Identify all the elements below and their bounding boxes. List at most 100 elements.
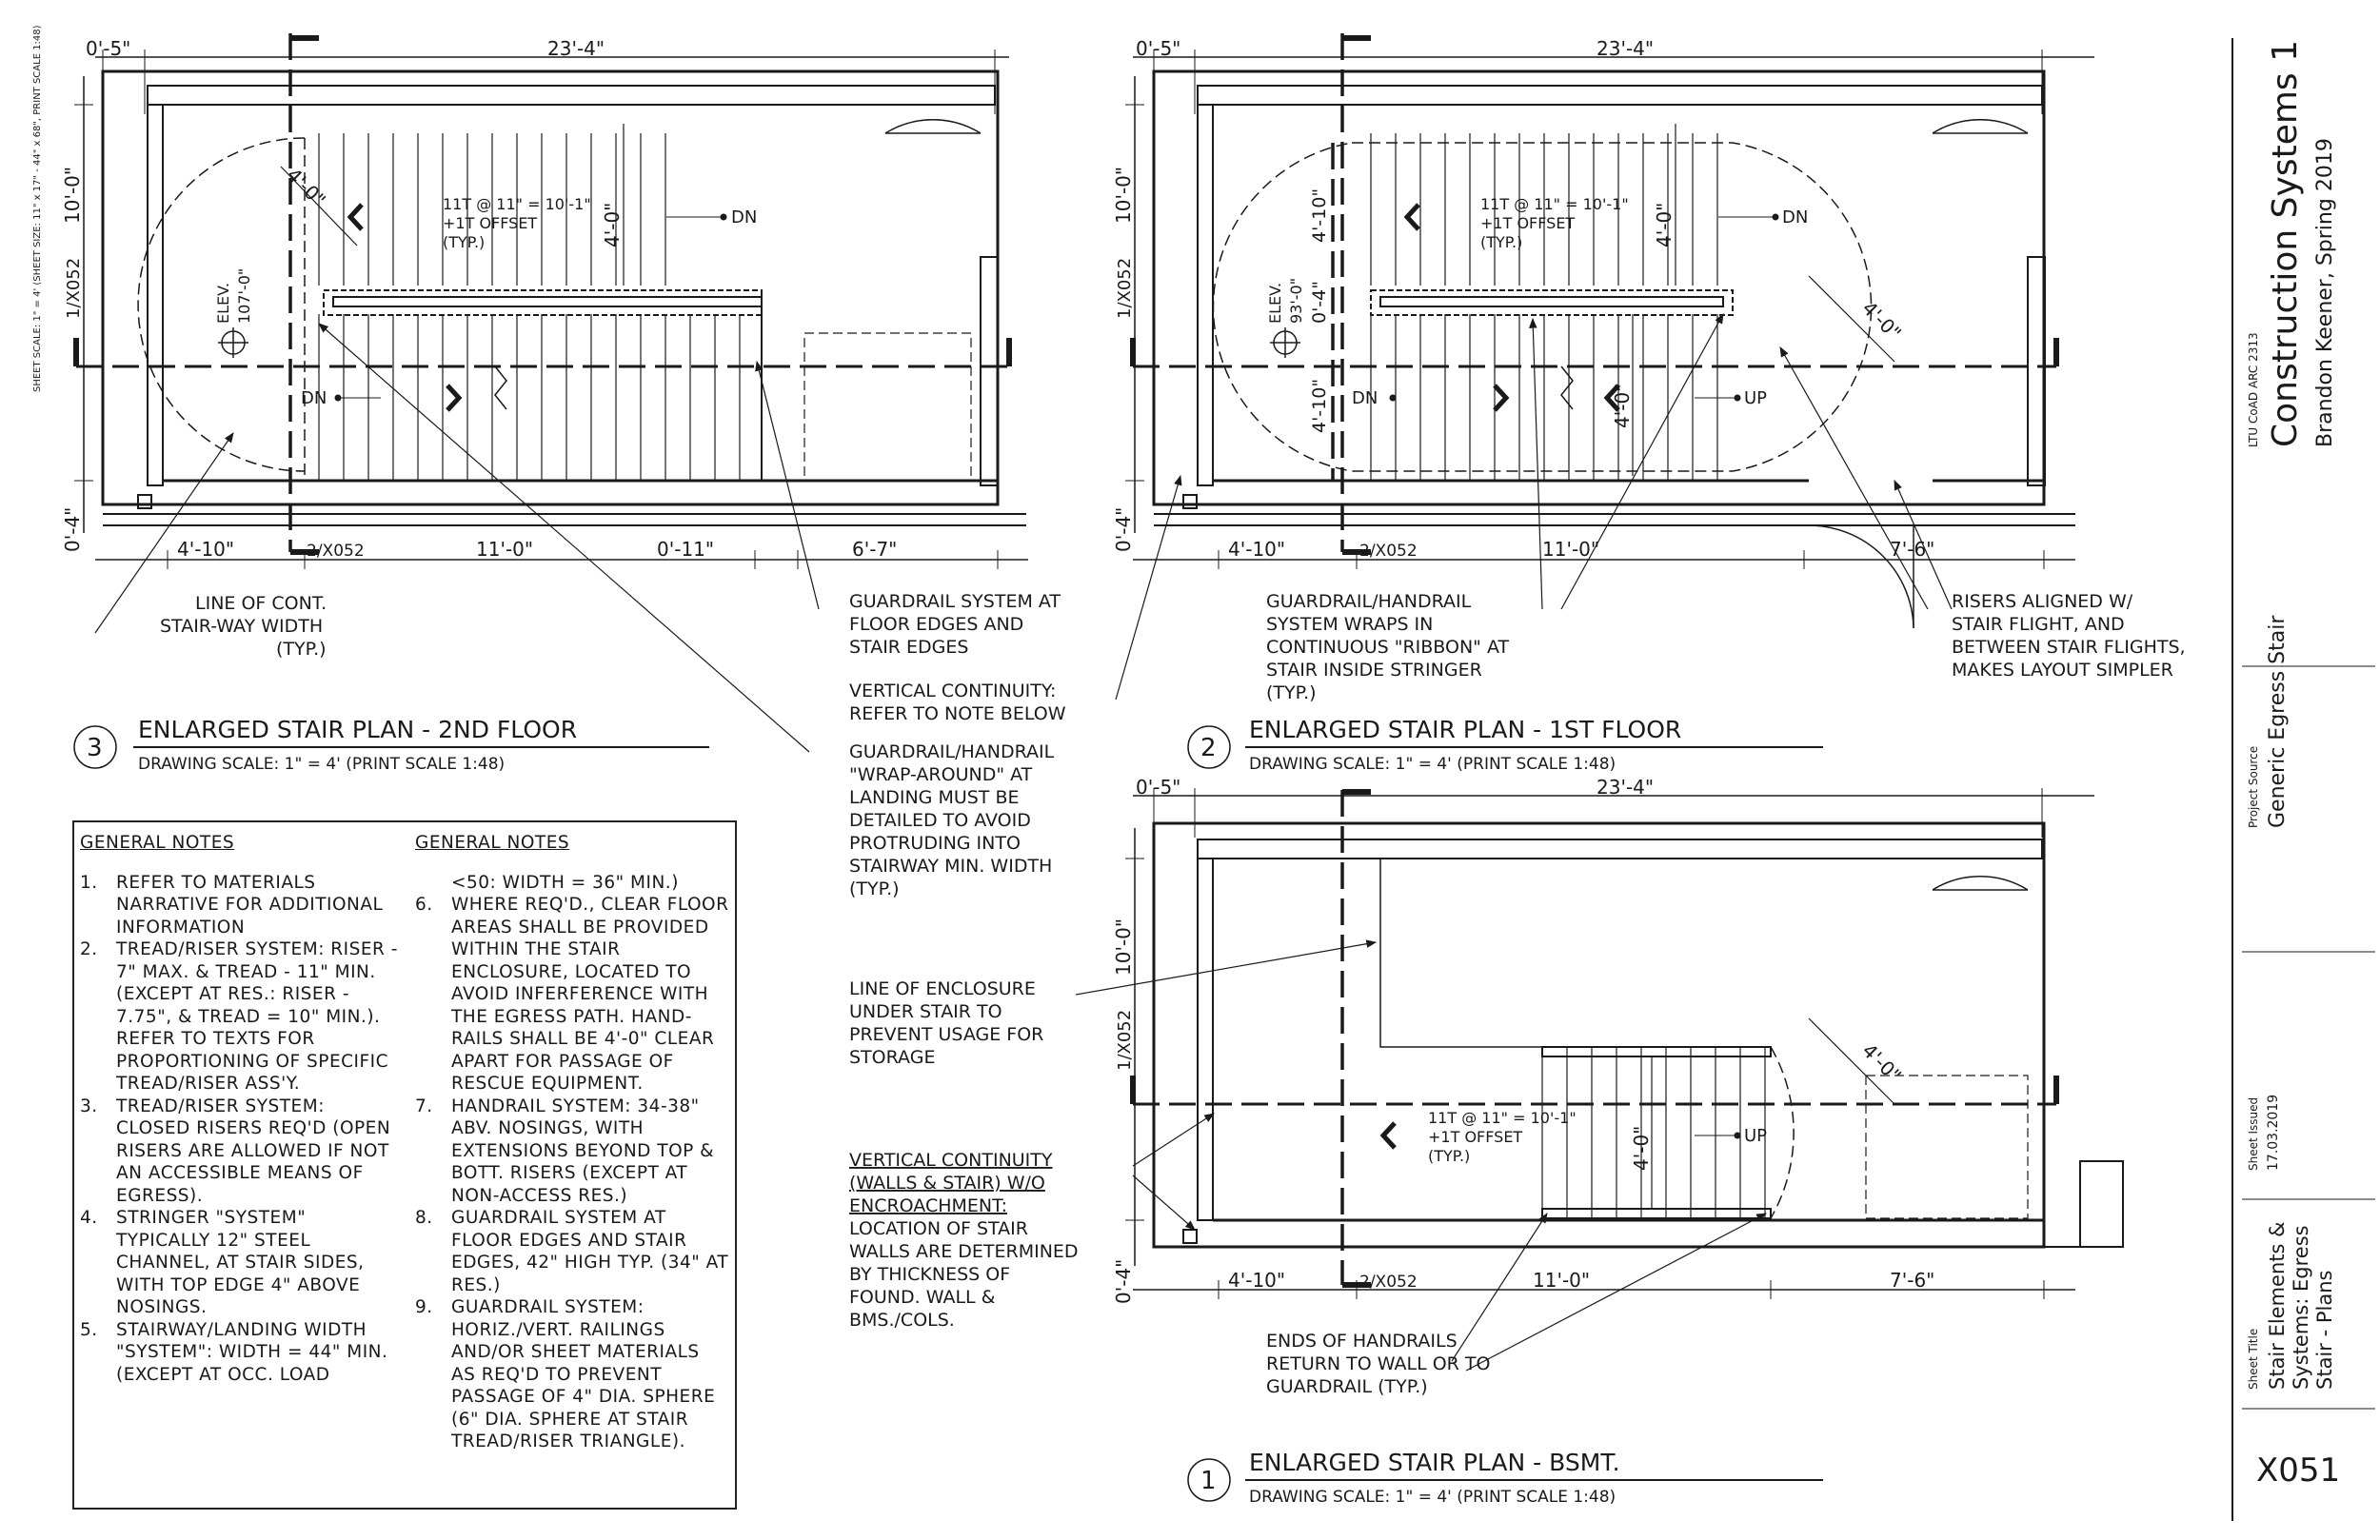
- svg-text:GUARDRAIL/HANDRAIL: GUARDRAIL/HANDRAIL: [1266, 591, 1472, 612]
- svg-text:1/X052: 1/X052: [1115, 1010, 1135, 1071]
- note-item: 9.GUARDRAIL SYSTEM: HORIZ./VERT. RAILING…: [415, 1297, 716, 1451]
- note-item: 3.TREAD/RISER SYSTEM: CLOSED RISERS REQ'…: [80, 1096, 391, 1206]
- svg-text:1: 1: [1200, 1467, 1217, 1495]
- svg-text:GUARDRAIL (TYP.): GUARDRAIL (TYP.): [1266, 1376, 1428, 1397]
- svg-text:STAIR EDGES: STAIR EDGES: [849, 637, 968, 658]
- svg-text:ELEV.: ELEV.: [214, 283, 232, 324]
- svg-text:RISERS ALIGNED W/: RISERS ALIGNED W/: [1952, 591, 2133, 612]
- svg-text:+1T OFFSET: +1T OFFSET: [1480, 214, 1575, 232]
- svg-text:VERTICAL CONTINUITY: VERTICAL CONTINUITY: [849, 1150, 1053, 1171]
- svg-text:4'-10": 4'-10": [1228, 538, 1285, 561]
- svg-text:DN: DN: [1352, 388, 1378, 408]
- svg-text:2: 2: [1200, 734, 1217, 762]
- course-label: LTU CoAD ARC 2313: [2247, 332, 2260, 447]
- svg-text:VERTICAL CONTINUITY:: VERTICAL CONTINUITY:: [849, 681, 1056, 701]
- svg-text:DN: DN: [301, 388, 327, 408]
- title-plan-1: 1 ENLARGED STAIR PLAN - BSMT. DRAWING SC…: [1187, 1449, 1823, 1507]
- plan-2nd-floor: [73, 33, 1028, 569]
- svg-text:DRAWING SCALE: 1" = 4' (PRINT: DRAWING SCALE: 1" = 4' (PRINT SCALE 1:48…: [138, 755, 505, 774]
- note-item: 7.HANDRAIL SYSTEM: 34-38" ABV. NOSINGS, …: [415, 1096, 715, 1206]
- svg-text:3: 3: [87, 734, 103, 762]
- svg-text:10'-0": 10'-0": [61, 167, 84, 224]
- annotations: LINE OF CONT. STAIR-WAY WIDTH (TYP.) GUA…: [160, 591, 2186, 1397]
- sheet-issued-value: 17.03.2019: [2266, 1094, 2281, 1171]
- svg-text:23'-4": 23'-4": [547, 37, 605, 60]
- svg-text:STAIR FLIGHT, AND: STAIR FLIGHT, AND: [1952, 614, 2125, 635]
- plan-2nd-floor-labels: 0'-5" 23'-4" 10'-0" 1/X052 0'-4" 4'-10" …: [61, 37, 897, 561]
- svg-text:ENCROACHMENT:: ENCROACHMENT:: [849, 1195, 1007, 1216]
- note-item: 4.STRINGER "SYSTEM" TYPICALLY 12" STEEL …: [80, 1208, 365, 1317]
- plan-basement-labels: 0'-5" 23'-4" 10'-0" 1/X052 0'-4" 4'-10" …: [1112, 776, 1934, 1304]
- svg-text:DN: DN: [731, 207, 757, 227]
- svg-text:23'-4": 23'-4": [1597, 37, 1654, 60]
- svg-text:0'-5": 0'-5": [86, 37, 130, 60]
- sheet-title-label: Sheet Title: [2247, 1328, 2260, 1390]
- svg-text:STAIR INSIDE STRINGER: STAIR INSIDE STRINGER: [1266, 660, 1482, 681]
- plan-1st-floor: [1125, 33, 2094, 629]
- svg-text:STORAGE: STORAGE: [849, 1047, 935, 1068]
- svg-text:DRAWING SCALE: 1" = 4' (PRINT: DRAWING SCALE: 1" = 4' (PRINT SCALE 1:48…: [1249, 755, 1616, 774]
- note-continuation: <50: WIDTH = 36" MIN.): [451, 872, 679, 893]
- svg-text:PROTRUDING INTO: PROTRUDING INTO: [849, 833, 1021, 854]
- svg-text:4'-10": 4'-10": [1309, 188, 1330, 243]
- svg-text:(TYP.): (TYP.): [849, 879, 900, 899]
- svg-text:1/X052: 1/X052: [1115, 258, 1135, 319]
- svg-text:(TYP.): (TYP.): [443, 233, 485, 251]
- general-notes-heading: GENERAL NOTES: [415, 833, 570, 853]
- svg-text:RETURN TO WALL OR TO: RETURN TO WALL OR TO: [1266, 1353, 1491, 1374]
- svg-text:(TYP.): (TYP.): [1266, 682, 1317, 703]
- note-item: 2.TREAD/RISER SYSTEM: RISER - 7" MAX. & …: [80, 939, 398, 1094]
- svg-text:10'-0": 10'-0": [1112, 167, 1135, 224]
- svg-text:LINE OF ENCLOSURE: LINE OF ENCLOSURE: [849, 978, 1036, 999]
- svg-text:ENLARGED STAIR PLAN - BSMT.: ENLARGED STAIR PLAN - BSMT.: [1249, 1449, 1620, 1476]
- svg-text:SYSTEM WRAPS IN: SYSTEM WRAPS IN: [1266, 614, 1433, 635]
- title-plan-3: 3 ENLARGED STAIR PLAN - 2ND FLOOR DRAWIN…: [73, 716, 709, 774]
- sheet-title-line: Stair Elements &: [2266, 1221, 2289, 1390]
- svg-text:4'-10": 4'-10": [1228, 1269, 1285, 1292]
- project-title: Construction Systems 1: [2266, 39, 2305, 447]
- svg-text:10'-0": 10'-0": [1112, 918, 1135, 976]
- sheet-scale-note: SHEET SCALE: 1" = 4' (SHEET SIZE: 11" x …: [32, 25, 43, 392]
- svg-text:23'-4": 23'-4": [1597, 776, 1654, 799]
- leader-lines: [94, 313, 1953, 1372]
- svg-text:0'-4": 0'-4": [1112, 507, 1135, 552]
- svg-text:(TYP.): (TYP.): [1480, 233, 1522, 251]
- sheet-issued-label: Sheet Issued: [2247, 1096, 2260, 1171]
- svg-text:7'-6": 7'-6": [1890, 538, 1934, 561]
- svg-text:107'-0": 107'-0": [235, 268, 253, 324]
- svg-text:DETAILED TO AVOID: DETAILED TO AVOID: [849, 810, 1031, 831]
- svg-text:CONTINUOUS "RIBBON" AT: CONTINUOUS "RIBBON" AT: [1266, 637, 1509, 658]
- svg-text:STAIR-WAY WIDTH: STAIR-WAY WIDTH: [160, 616, 323, 637]
- general-notes-box: GENERAL NOTES 1.REFER TO MATERIALS NARRA…: [72, 820, 737, 1510]
- svg-text:(TYP.): (TYP.): [276, 639, 327, 660]
- svg-text:MAKES LAYOUT SIMPLER: MAKES LAYOUT SIMPLER: [1952, 660, 2173, 681]
- svg-text:BY THICKNESS OF: BY THICKNESS OF: [849, 1264, 1010, 1285]
- svg-text:4'-0": 4'-0": [1611, 384, 1634, 428]
- svg-text:4'-0": 4'-0": [1857, 1039, 1905, 1087]
- svg-text:11T @ 11" = 10'-1": 11T @ 11" = 10'-1": [1480, 195, 1629, 213]
- note-item: 6.WHERE REQ'D., CLEAR FLOOR AREAS SHALL …: [415, 895, 729, 1094]
- svg-text:GUARDRAIL/HANDRAIL: GUARDRAIL/HANDRAIL: [849, 741, 1055, 762]
- svg-text:11'-0": 11'-0": [1533, 1269, 1590, 1292]
- svg-text:4'-0": 4'-0": [1857, 297, 1905, 345]
- project-source-value: Generic Egress Stair: [2266, 615, 2290, 828]
- svg-text:STAIRWAY MIN. WIDTH: STAIRWAY MIN. WIDTH: [849, 856, 1052, 877]
- svg-text:FOUND. WALL &: FOUND. WALL &: [849, 1287, 996, 1308]
- svg-text:11'-0": 11'-0": [476, 538, 533, 561]
- svg-text:ENLARGED STAIR PLAN - 2ND FLOO: ENLARGED STAIR PLAN - 2ND FLOOR: [138, 716, 577, 743]
- note-item: 8.GUARDRAIL SYSTEM AT FLOOR EDGES AND ST…: [415, 1208, 729, 1295]
- note-item: 5.STAIRWAY/LANDING WIDTH "SYSTEM": WIDTH…: [80, 1319, 388, 1385]
- svg-text:2/X052: 2/X052: [1359, 1273, 1418, 1292]
- svg-text:2/X052: 2/X052: [307, 542, 365, 561]
- plan-basement: [1125, 788, 2124, 1299]
- svg-text:11T @ 11" = 10'-1": 11T @ 11" = 10'-1": [443, 195, 591, 213]
- project-source-label: Project Source: [2247, 745, 2260, 828]
- general-notes-heading: GENERAL NOTES: [80, 833, 235, 853]
- svg-text:WALLS ARE DETERMINED: WALLS ARE DETERMINED: [849, 1241, 1079, 1262]
- svg-text:7'-6": 7'-6": [1890, 1269, 1934, 1292]
- svg-text:PREVENT USAGE FOR: PREVENT USAGE FOR: [849, 1024, 1043, 1045]
- svg-text:+1T OFFSET: +1T OFFSET: [1428, 1128, 1522, 1146]
- sheet-title-line: Stair - Plans: [2313, 1270, 2336, 1390]
- svg-text:4'-10": 4'-10": [1309, 379, 1330, 433]
